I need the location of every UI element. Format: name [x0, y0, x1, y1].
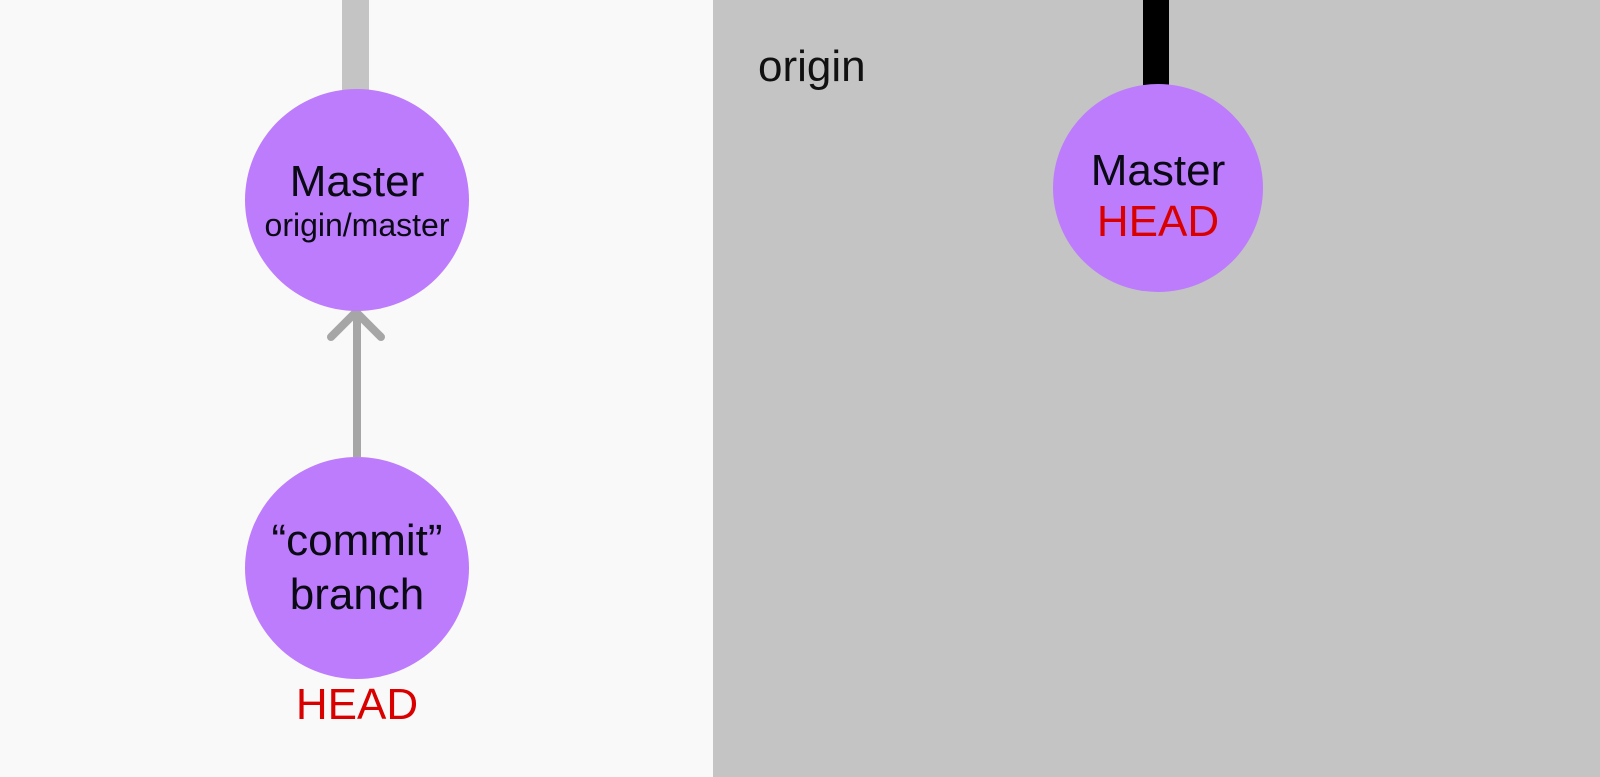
local-master-commit-node: Master origin/master	[245, 89, 469, 311]
origin-master-commit-node: Master HEAD	[1053, 84, 1263, 292]
local-head-label: HEAD	[295, 680, 419, 729]
commit-branch-label-line2: branch	[289, 570, 425, 619]
origin-panel-title: origin	[758, 42, 866, 91]
local-master-label: Master	[289, 157, 425, 206]
origin-head-label: HEAD	[1096, 197, 1220, 246]
commit-branch-label-line1: “commit”	[271, 516, 443, 565]
commit-branch-node: “commit” branch	[245, 457, 469, 679]
origin-master-tracking-label: origin/master	[264, 207, 450, 243]
origin-master-label: Master	[1090, 146, 1226, 195]
